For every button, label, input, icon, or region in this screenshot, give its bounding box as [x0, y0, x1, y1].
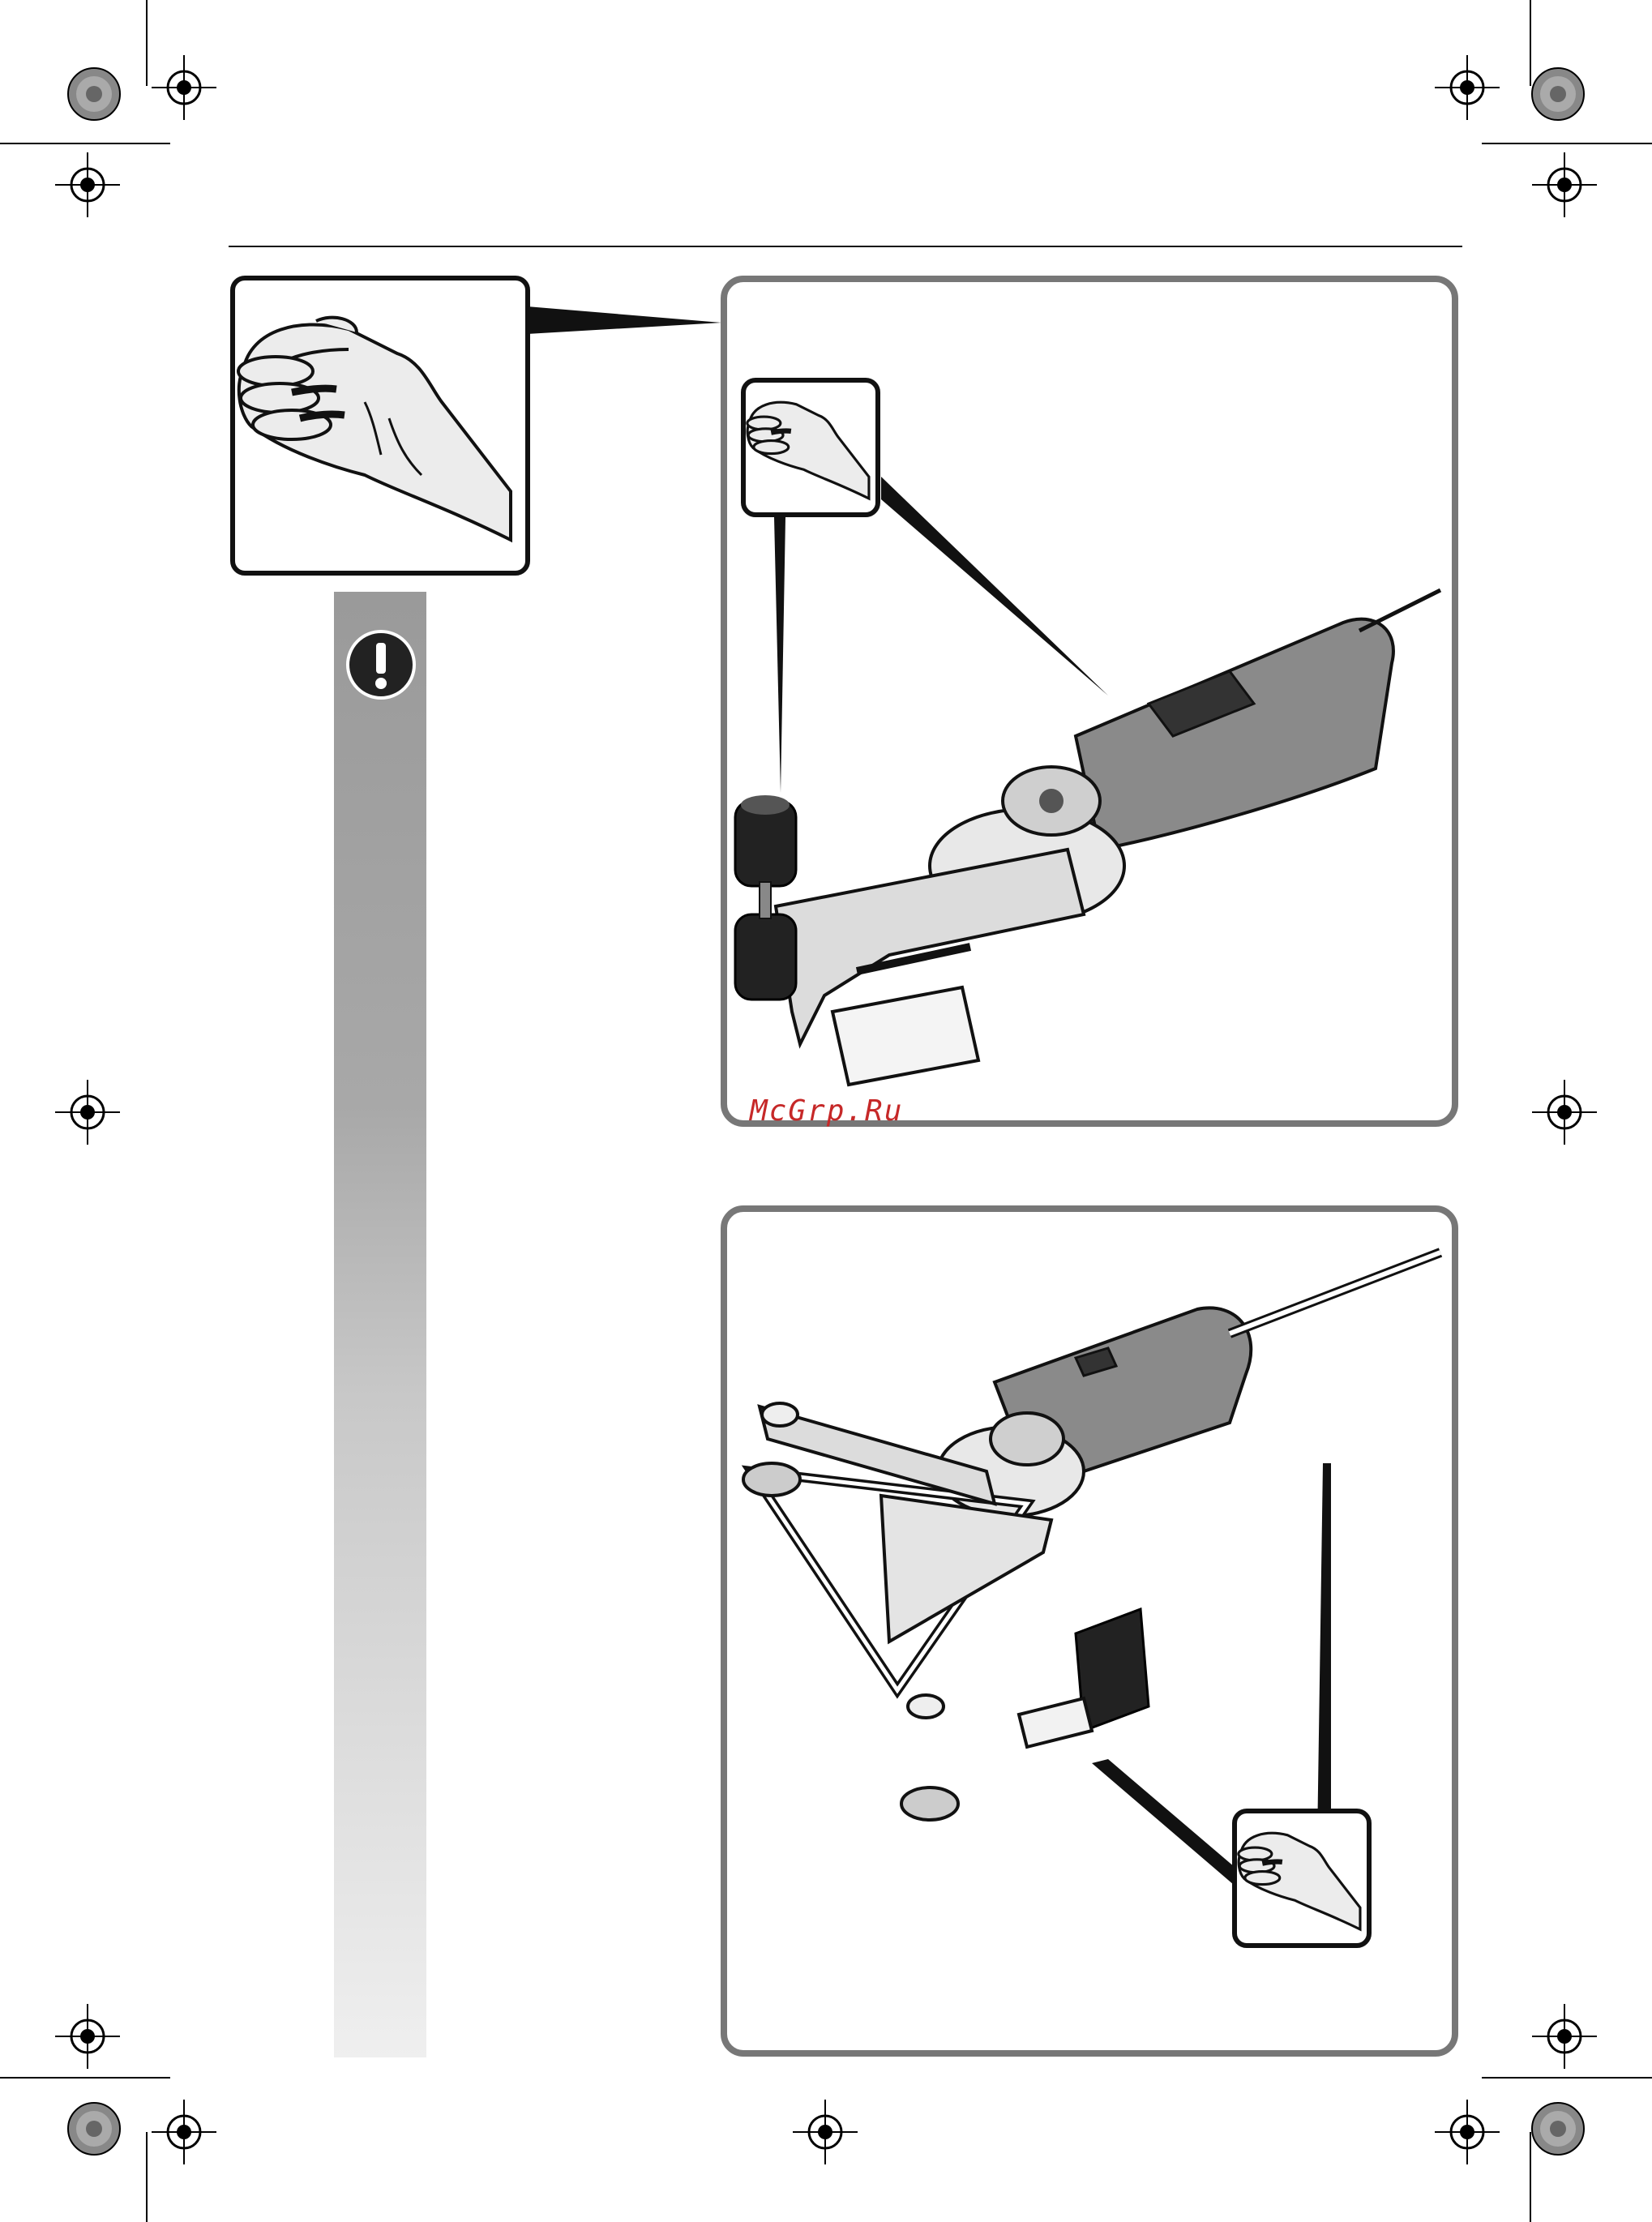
- hand-icon: [235, 280, 525, 571]
- callout-connector-1: [527, 300, 721, 340]
- hand-grip-inset-large: [230, 276, 530, 576]
- hand-grip-inset-fig2: [1232, 1809, 1372, 1948]
- hand-grip-inset-fig1: [741, 378, 880, 517]
- hand-icon: [746, 383, 875, 512]
- caution-icon: [345, 628, 417, 701]
- hand-icon: [1237, 1813, 1367, 1943]
- watermark-text: McGrp.Ru: [750, 1094, 903, 1128]
- caution-bar: [334, 592, 426, 2057]
